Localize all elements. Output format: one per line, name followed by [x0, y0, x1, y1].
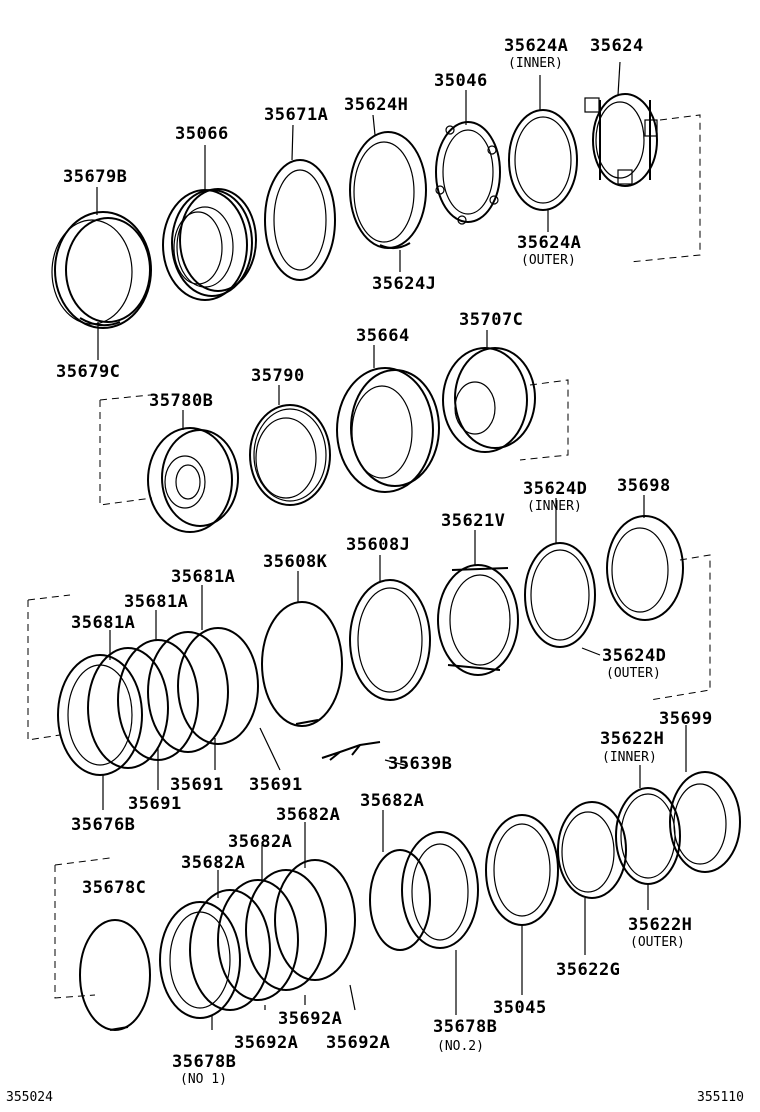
part-35045-plate[interactable]	[485, 814, 559, 926]
part-35671a-washer[interactable]	[264, 159, 336, 281]
label-35691-3: 35691	[128, 794, 182, 814]
part-35678c-snap-ring[interactable]	[79, 919, 151, 1031]
label-35664: 35664	[356, 326, 410, 346]
label-35624d-outer-sub: (OUTER)	[606, 666, 661, 681]
label-35682a-4: 35682A	[181, 853, 246, 873]
part-35676b-clutch-pack[interactable]	[57, 627, 259, 776]
label-35790: 35790	[251, 366, 305, 386]
label-35624d-inner: 35624D	[523, 479, 588, 499]
part-35624h-snap-ring[interactable]	[349, 131, 427, 249]
label-35678b-no2: 35678B	[433, 1017, 498, 1037]
part-35624d-o-ring[interactable]	[524, 542, 596, 648]
label-35622h-outer: 35622H	[628, 915, 693, 935]
label-35692a-1: 35692A	[278, 1009, 343, 1029]
part-35780b-bearing[interactable]	[147, 427, 239, 533]
label-35624a-inner: 35624A	[504, 36, 569, 56]
label-35678b-no1: 35678B	[172, 1052, 237, 1072]
label-35622h-outer-sub: (OUTER)	[630, 935, 685, 950]
label-35624d-outer: 35624D	[602, 646, 667, 666]
part-35679b-ring[interactable]	[51, 211, 152, 329]
part-35664-drum[interactable]	[336, 367, 440, 493]
label-35707c: 35707C	[459, 310, 524, 330]
label-35676b: 35676B	[71, 815, 136, 835]
leader-lines	[96, 61, 687, 1030]
label-35622h-inner-sub: (INNER)	[602, 750, 657, 765]
label-35624: 35624	[590, 36, 644, 56]
label-35679c: 35679C	[56, 362, 121, 382]
part-35699-seal[interactable]	[669, 771, 741, 873]
part-35624a-o-ring[interactable]	[508, 109, 578, 211]
label-35045: 35045	[493, 998, 547, 1018]
part-35066-clutch-drum[interactable]	[162, 188, 257, 301]
label-35624a-outer-sub: (OUTER)	[521, 253, 576, 268]
label-35692a-2: 35692A	[234, 1033, 299, 1053]
part-35707c-hub[interactable]	[442, 347, 536, 453]
label-35678b-no2-sub: (NO.2)	[437, 1039, 484, 1054]
label-35624h: 35624H	[344, 95, 409, 115]
part-35608k-snap-ring[interactable]	[261, 601, 343, 727]
part-35698-seal[interactable]	[606, 515, 684, 621]
label-35639b: 35639B	[388, 754, 453, 774]
label-35698: 35698	[617, 476, 671, 496]
part-35624-retainer[interactable]	[584, 93, 658, 187]
label-35682a-2: 35682A	[276, 805, 341, 825]
label-35624a-outer: 35624A	[517, 233, 582, 253]
label-35624a-inner-sub: (INNER)	[508, 56, 563, 71]
label-35692a-3: 35692A	[326, 1033, 391, 1053]
part-35682a-clutch-pack[interactable]	[159, 859, 356, 1019]
part-35639b-spring-clip[interactable]	[321, 741, 381, 761]
label-35608k: 35608K	[263, 552, 328, 572]
label-35608j: 35608J	[346, 535, 411, 555]
label-35691-1: 35691	[170, 775, 224, 795]
label-35681a-1: 35681A	[171, 567, 236, 587]
label-35066: 35066	[175, 124, 229, 144]
part-35790-one-way-clutch[interactable]	[249, 404, 331, 506]
label-35624j: 35624J	[372, 274, 437, 294]
part-35608j-spring[interactable]	[349, 579, 431, 701]
label-35622g: 35622G	[556, 960, 621, 980]
part-35046-plate[interactable]	[435, 121, 501, 225]
label-35681a-2: 35681A	[124, 592, 189, 612]
label-35681a-3: 35681A	[71, 613, 136, 633]
part-35622g-piston[interactable]	[557, 801, 627, 899]
part-35621v-piston[interactable]	[437, 564, 519, 676]
label-35621v: 35621V	[441, 511, 506, 531]
label-35780b: 35780B	[149, 391, 214, 411]
label-35671a: 35671A	[264, 105, 329, 125]
label-35699: 35699	[659, 709, 713, 729]
label-35046: 35046	[434, 71, 488, 91]
figure-code-left: 355024	[6, 1090, 53, 1105]
figure-code-right: 355110	[697, 1090, 744, 1105]
label-35678c: 35678C	[82, 878, 147, 898]
part-35678b-no2-plate[interactable]	[369, 831, 479, 951]
label-35682a-3: 35682A	[228, 832, 293, 852]
label-35622h-inner: 35622H	[600, 729, 665, 749]
label-35682a-1: 35682A	[360, 791, 425, 811]
label-35678b-no1-sub: (NO 1)	[180, 1072, 227, 1087]
label-35679b: 35679B	[63, 167, 128, 187]
label-35624d-inner-sub: (INNER)	[527, 499, 582, 514]
label-35691-2: 35691	[249, 775, 303, 795]
